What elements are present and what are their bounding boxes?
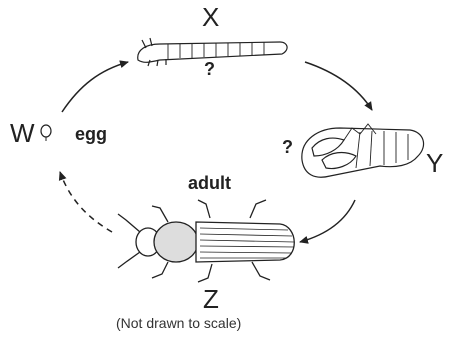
- beetle-icon: [118, 200, 294, 282]
- label-adult: adult: [188, 174, 231, 192]
- caption: (Not drawn to scale): [116, 316, 241, 330]
- question-mark-pupa: ?: [282, 138, 293, 156]
- arrow-y-to-z: [300, 200, 355, 242]
- arrow-x-to-y: [305, 62, 372, 110]
- pupa-icon: [302, 124, 424, 177]
- arrow-w-to-x: [62, 62, 128, 112]
- label-egg: egg: [75, 125, 107, 143]
- label-z: Z: [203, 286, 219, 312]
- egg-icon: [41, 125, 51, 141]
- label-w: W: [10, 120, 35, 146]
- question-mark-larva: ?: [204, 60, 215, 78]
- label-y: Y: [426, 150, 443, 176]
- arrow-z-to-w: [60, 172, 112, 232]
- label-x: X: [202, 4, 219, 30]
